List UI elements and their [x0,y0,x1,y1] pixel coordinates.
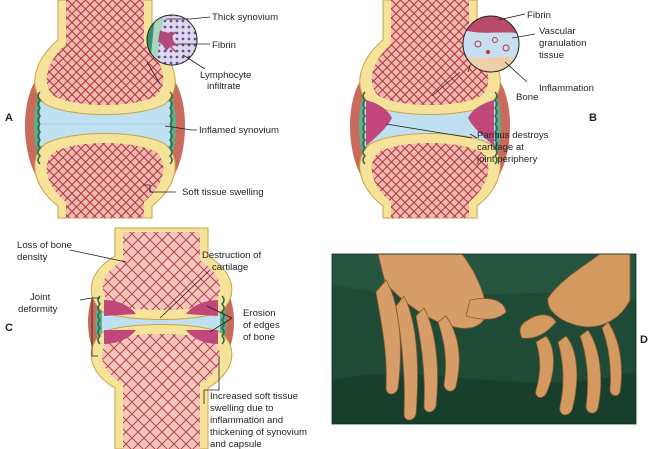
panel-label-b: B [589,112,597,124]
label-swelling-4: thickening of synovium [210,427,307,438]
right-hand [519,253,631,416]
pannus-right-lower [186,330,218,344]
label-deformity-2: deformity [18,304,58,315]
label-vascular-2: granulation [539,38,586,49]
pannus-right [468,100,494,146]
label-deformity-1: Joint [30,292,51,303]
label-lymphocyte-2: infiltrate [207,81,241,92]
label-erosion-1: Erosion [243,308,276,319]
panel-c-joint [88,227,234,449]
label-thick-synovium: Thick synovium [212,12,278,23]
panel-b-leaders [385,13,536,139]
lower-bone-marrow [101,334,221,449]
upper-bone-marrow [102,232,221,310]
label-swelling-5: and capsule [210,439,262,449]
label-loss-2: density [17,252,48,263]
panel-b-joint [350,0,510,219]
label-erosion-3: of bone [243,332,275,343]
panel-a-joint [25,0,185,219]
panel-a-zoom-inset [146,14,198,66]
label-erosion-2: of edges [243,320,280,331]
panel-c-leaders [69,249,233,404]
synovial-fringe-left [37,91,42,165]
synovial-fringe-right [493,91,498,165]
pannus-left-lower [104,330,136,344]
label-fibrin-a: Fibrin [212,40,236,51]
label-destruction-2: cartilage [212,262,248,273]
upper-bone-marrow [46,0,164,105]
pannus-left-upper [104,300,136,316]
label-inflammation: Inflammation [539,83,594,94]
lower-bone-marrow [46,143,164,218]
panel-label-a: A [5,112,13,124]
label-vascular-1: Vascular [539,26,576,37]
label-vascular-3: tissue [539,50,564,61]
label-lymphocyte-1: Lymphocyte [200,70,251,81]
synovial-fringe-right [220,295,225,345]
label-loss-1: Loss of bone [17,240,72,251]
label-swelling-3: inflammation and [210,415,283,426]
pannus-right-upper [186,300,218,316]
label-soft-tissue-swelling: Soft tissue swelling [182,187,264,198]
label-destruction-1: Destruction of [202,250,262,261]
panel-a-leaders [143,16,211,193]
label-pannus-3: joint periphery [476,154,537,165]
left-hand [375,253,507,421]
lower-bone-marrow [371,143,489,218]
label-fibrin-b: Fibrin [527,10,551,21]
synovial-fringe-right [168,91,173,165]
label-swelling-2: swelling due to [210,403,273,414]
label-pannus-1: Pannus destroys [477,130,549,141]
label-bone: Bone [516,92,538,103]
synovial-fringe-left [362,91,367,165]
upper-bone-marrow [371,0,489,105]
panel-d-photo [331,253,637,425]
panel-label-c: C [5,322,13,334]
label-swelling-1: Increased soft tissue [210,391,298,402]
synovial-fringe-left [97,295,102,345]
label-pannus-2: cartilage at [477,142,524,153]
panel-label-d: D [640,334,648,346]
panel-b-zoom-inset [462,15,520,73]
pannus-left [366,100,392,146]
label-inflamed-synovium: Inflamed synovium [199,125,279,136]
